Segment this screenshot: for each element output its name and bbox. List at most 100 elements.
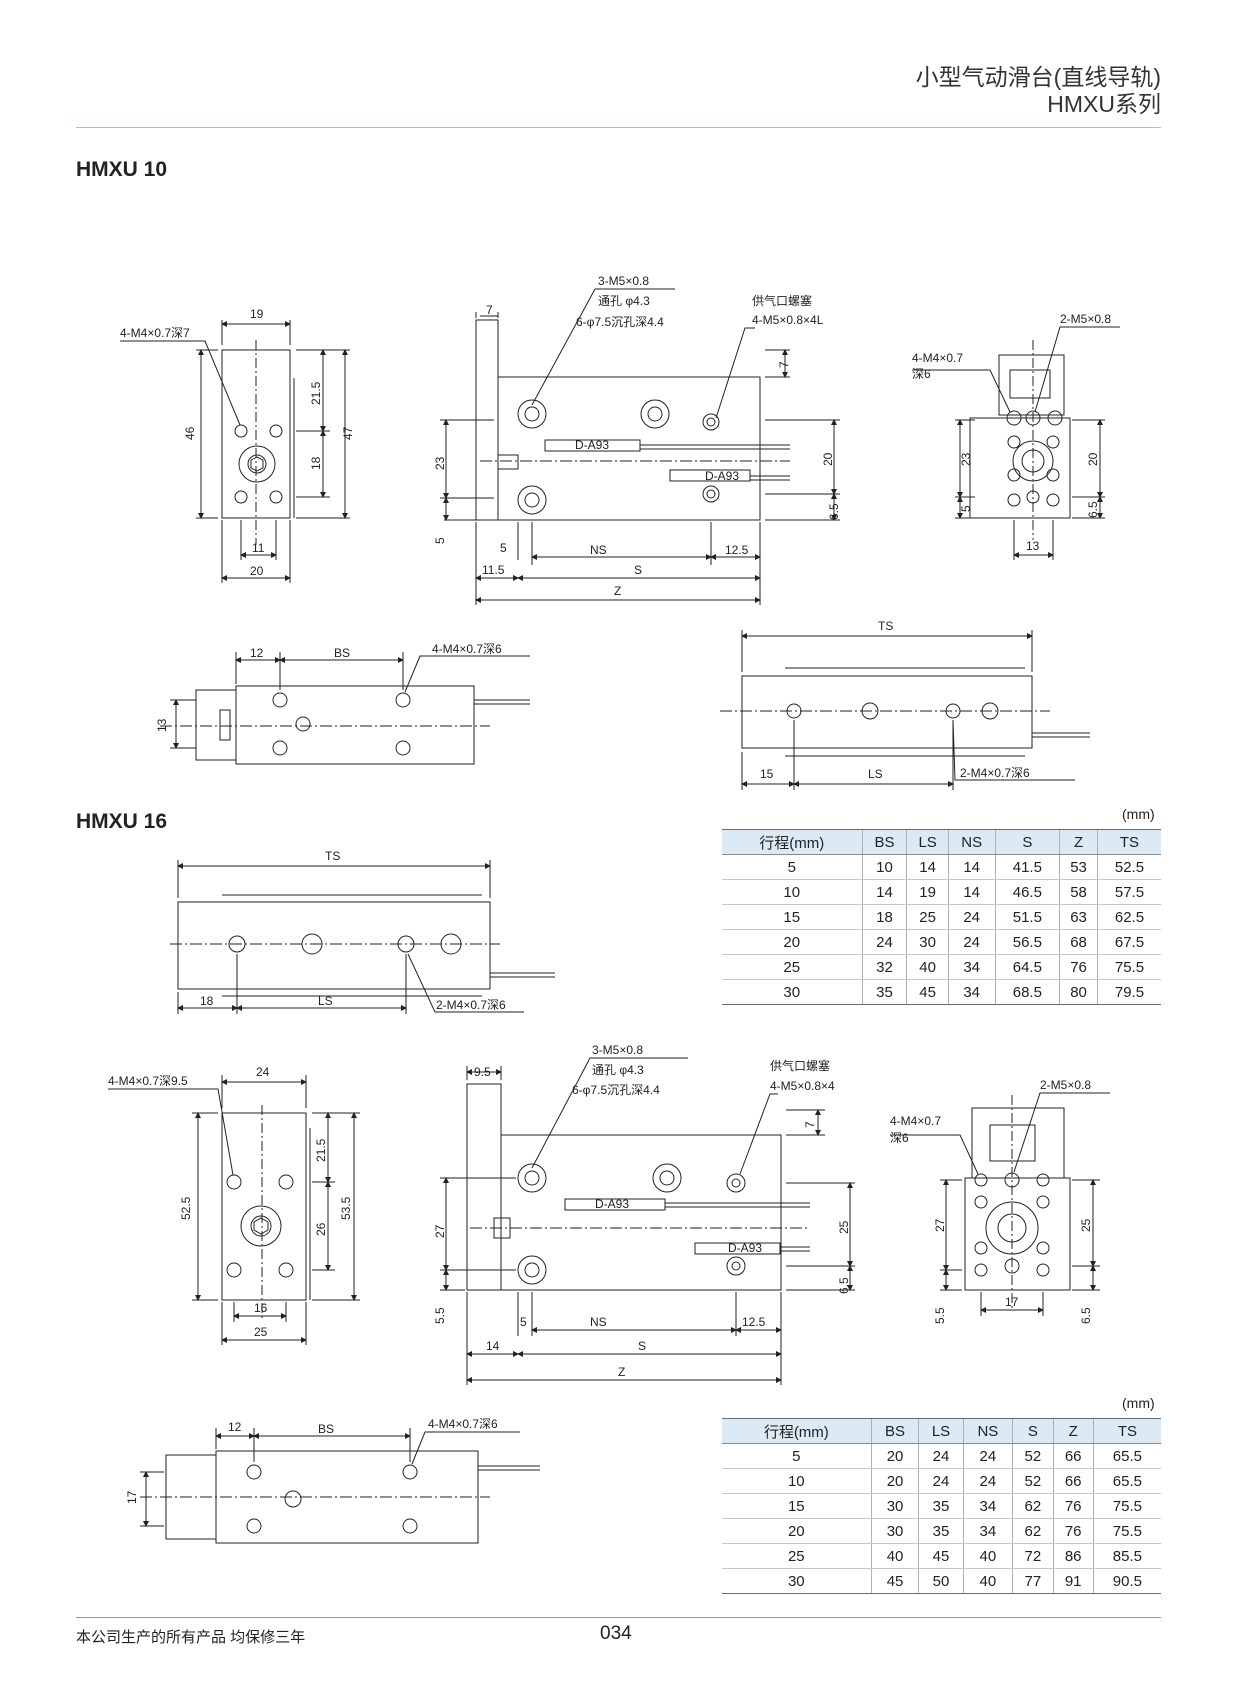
table10-unit: (mm) — [1122, 806, 1155, 822]
hmxu10-front-d18: 18 — [309, 456, 323, 470]
table-cell: 25 — [722, 1543, 872, 1569]
table-cell: 53 — [1059, 854, 1098, 880]
hmxu16-bottom-bs: BS — [318, 1422, 334, 1436]
hmxu16-side-c4: 供气口螺塞 — [770, 1058, 830, 1073]
hmxu10-front-d21-5: 21.5 — [309, 381, 323, 405]
section-title-hmxu16: HMXU 16 — [76, 810, 168, 833]
table-cell: 51.5 — [994, 904, 1060, 930]
hmxu10-front-d47: 47 — [341, 426, 355, 440]
hmxu10-side-c4: 供气口螺塞 — [752, 293, 812, 308]
table-cell: 45 — [918, 1543, 964, 1569]
hmxu16-front-d53-5: 53.5 — [339, 1196, 353, 1220]
table-cell: 65.5 — [1092, 1468, 1161, 1494]
table-cell: 34 — [962, 1518, 1013, 1544]
table-cell: 80 — [1059, 979, 1098, 1005]
hmxu16-side-d25: 25 — [837, 1220, 851, 1234]
table-cell: 25 — [722, 954, 863, 980]
hmxu16-end-c2: 4-M4×0.7 — [890, 1114, 941, 1128]
table-cell: 76 — [1059, 954, 1098, 980]
table-cell: 67.5 — [1096, 929, 1161, 955]
hmxu16-side-switch2: D-A93 — [728, 1241, 762, 1255]
table-cell: 30 — [870, 1493, 919, 1519]
table-cell: 24 — [962, 1468, 1013, 1494]
table-cell: 40 — [906, 954, 949, 980]
hmxu16-bottom-d12: 12 — [228, 1420, 242, 1434]
table-cell: 30 — [722, 979, 863, 1005]
table-cell: 75.5 — [1092, 1493, 1161, 1519]
hmxu10-front-callout: 4-M4×0.7深7 — [120, 326, 190, 340]
table-cell: 64.5 — [994, 954, 1060, 980]
hmxu16-side-c1: 3-M5×0.8 — [592, 1043, 643, 1057]
hmxu16-bottom-callout: 4-M4×0.7深6 — [428, 1417, 498, 1431]
table-cell: 68 — [1059, 929, 1098, 955]
hmxu10-end-c1: 2-M5×0.8 — [1060, 312, 1111, 326]
hmxu10-bottom-d13: 13 — [155, 718, 169, 732]
hmxu10-side-c5: 4-M5×0.8×4L — [752, 313, 824, 327]
table-cell: 66 — [1052, 1443, 1094, 1469]
hmxu16-top-ls: LS — [318, 994, 333, 1008]
header-series: HMXU系列 — [1047, 91, 1161, 117]
hmxu16-side-d27: 27 — [433, 1224, 447, 1238]
table-cell: 24 — [947, 929, 996, 955]
table-cell: 10 — [722, 1468, 872, 1494]
hmxu16-end-d17: 17 — [1005, 1295, 1019, 1309]
table-cell: 15 — [722, 1493, 872, 1519]
table-cell: 62.5 — [1096, 904, 1161, 930]
table-cell: 10 — [861, 854, 907, 880]
table-header-cell: 行程(mm) — [722, 829, 863, 855]
hmxu16-front-d24: 24 — [256, 1065, 270, 1079]
hmxu10-bottom-d12: 12 — [250, 646, 264, 660]
table-cell: 15 — [722, 904, 863, 930]
table-cell: 35 — [918, 1493, 964, 1519]
hmxu10-side-d7b: 7 — [777, 361, 791, 368]
hmxu16-top-ts: TS — [325, 849, 340, 863]
table-cell: 32 — [861, 954, 907, 980]
table-cell: 24 — [861, 929, 907, 955]
table-cell: 5 — [722, 1443, 872, 1469]
hmxu16-end-c1: 2-M5×0.8 — [1040, 1078, 1091, 1092]
hmxu10-end-d6-5: 6.5 — [1086, 501, 1100, 518]
hmxu16-side-d7: 7 — [803, 1121, 817, 1128]
hmxu16-side-d5: 5 — [520, 1315, 527, 1329]
table-cell: 14 — [947, 879, 996, 905]
hmxu10-front-d11: 11 — [252, 541, 265, 555]
hmxu10-side-view: 3-M5×0.8 通孔 φ4.3 6-φ7.5沉孔深4.4 供气口螺塞 4-M5… — [433, 274, 841, 605]
hmxu10-side-d5: 5 — [433, 537, 447, 544]
table-cell: 90.5 — [1092, 1568, 1161, 1594]
table-header-cell: NS — [962, 1418, 1013, 1444]
hmxu16-end-d25: 25 — [1079, 1218, 1093, 1232]
hmxu16-front-callout: 4-M4×0.7深9.5 — [108, 1074, 188, 1088]
table16-unit: (mm) — [1122, 1395, 1155, 1411]
table-cell: 5 — [722, 854, 863, 880]
table-cell: 34 — [962, 1493, 1013, 1519]
hmxu16-bottom-view: 12 BS 4-M4×0.7深6 17 — [125, 1417, 540, 1544]
hmxu10-end-c2: 4-M4×0.7 — [912, 351, 963, 365]
table-cell: 79.5 — [1096, 979, 1161, 1005]
table-cell: 34 — [947, 979, 996, 1005]
table-header-cell: BS — [870, 1418, 919, 1444]
table-cell: 91 — [1052, 1568, 1094, 1594]
table-cell: 20 — [870, 1443, 919, 1469]
hmxu16-front-d52-5: 52.5 — [179, 1196, 193, 1220]
table-cell: 62 — [1012, 1518, 1054, 1544]
table-cell: 10 — [722, 879, 863, 905]
table-cell: 24 — [918, 1468, 964, 1494]
table-cell: 24 — [962, 1443, 1013, 1469]
table-cell: 76 — [1052, 1518, 1094, 1544]
table-cell: 65.5 — [1092, 1443, 1161, 1469]
table-cell: 75.5 — [1096, 954, 1161, 980]
page-header: 小型气动滑台(直线导轨) HMXU系列 — [916, 64, 1161, 118]
table-cell: 25 — [906, 904, 949, 930]
table-header-cell: TS — [1092, 1418, 1161, 1444]
hmxu10-side-switch2: D-A93 — [705, 469, 739, 483]
hmxu10-end-d5: 5 — [959, 505, 973, 512]
